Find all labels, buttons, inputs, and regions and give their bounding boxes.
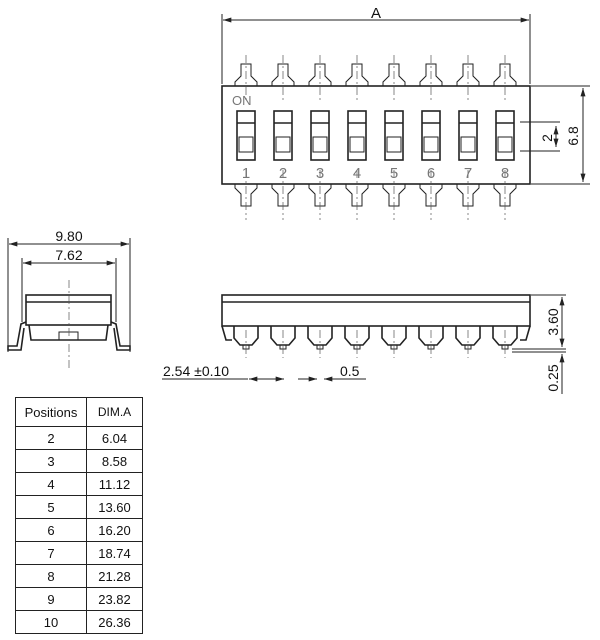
switch-slot [495, 110, 515, 161]
switch-slot [310, 110, 330, 161]
dim-height-label: 6.8 [565, 126, 581, 146]
top-pin [456, 63, 480, 86]
dim-inner-label: 7.62 [55, 247, 82, 263]
positions-cell: 2 [15, 426, 87, 450]
dip-switch: 5 [384, 110, 404, 182]
positions-cell: 8 [15, 564, 87, 588]
switch-actuator [349, 136, 365, 153]
top-pin [382, 63, 406, 86]
switch-number: 8 [501, 165, 509, 182]
switch-actuator [238, 136, 254, 153]
dip-switch: 3 [310, 110, 330, 182]
positions-cell: 9 [15, 587, 87, 611]
top-pin [308, 63, 332, 86]
dim-a-cell: 21.28 [86, 564, 143, 588]
top-pin [234, 63, 258, 86]
top-pin [345, 63, 369, 86]
dim-a-cell: 8.58 [86, 449, 143, 473]
dip-switch: 1 [236, 110, 256, 182]
top-pin [419, 63, 443, 86]
dim-standoff-label: 0.25 [545, 364, 561, 391]
header-positions: Positions [15, 397, 87, 427]
switch-number: 1 [242, 165, 250, 182]
dim-a-cell: 23.82 [86, 587, 143, 611]
switch-slot [273, 110, 293, 161]
top-view: A ON 1 2 3 4 5 6 7 8 2 6.8 [221, 5, 590, 220]
switch-actuator [460, 136, 476, 153]
switch-actuator [312, 136, 328, 153]
dip-switch: 2 [273, 110, 293, 182]
dim-pitch-label: 2.54 ±0.10 [163, 363, 229, 379]
switch-slot [458, 110, 478, 161]
dip-switch: 6 [421, 110, 441, 182]
switch-actuator [423, 136, 439, 153]
on-label: ON [232, 93, 252, 108]
dim-a-cell: 11.12 [86, 472, 143, 496]
switch-slot [347, 110, 367, 161]
positions-cell: 4 [15, 472, 87, 496]
positions-cell: 10 [15, 610, 87, 634]
switch-actuator [386, 136, 402, 153]
dip-switch: 8 [495, 110, 515, 182]
dim-a-label: A [371, 5, 381, 22]
switch-number: 7 [464, 165, 472, 182]
dim-outer-label: 9.80 [55, 228, 82, 244]
dim-a-cell: 6.04 [86, 426, 143, 450]
table-header: Positions DIM.A [15, 397, 143, 427]
switch-slot [384, 110, 404, 161]
top-pin [493, 63, 517, 86]
positions-cell: 3 [15, 449, 87, 473]
switch-body-top [221, 85, 531, 185]
switch-slot [421, 110, 441, 161]
switch-number: 2 [279, 165, 287, 182]
positions-cell: 7 [15, 541, 87, 565]
switch-number: 5 [390, 165, 398, 182]
header-dim-a: DIM.A [86, 397, 143, 427]
dim-switch-label: 2 [539, 134, 555, 142]
dim-a-cell: 13.60 [86, 495, 143, 519]
switch-number: 4 [353, 165, 361, 182]
dim-a-cell: 26.36 [86, 610, 143, 634]
dim-front-height-label: 3.60 [545, 308, 561, 335]
dim-a-cell: 18.74 [86, 541, 143, 565]
switch-number: 3 [316, 165, 324, 182]
top-pin [271, 63, 295, 86]
switch-number: 6 [427, 165, 435, 182]
dip-switch: 4 [347, 110, 367, 182]
switch-actuator [497, 136, 513, 153]
positions-cell: 5 [15, 495, 87, 519]
front-view: 3.60 0.25 2.54 ±0.10 0.5 [162, 294, 566, 394]
switch-slot [236, 110, 256, 161]
dim-a-cell: 16.20 [86, 518, 143, 542]
positions-cell: 6 [15, 518, 87, 542]
dip-switch: 7 [458, 110, 478, 182]
switch-actuator [275, 136, 291, 153]
dim-pin-width-label: 0.5 [340, 363, 360, 379]
side-view: 9.80 7.62 [7, 228, 131, 370]
